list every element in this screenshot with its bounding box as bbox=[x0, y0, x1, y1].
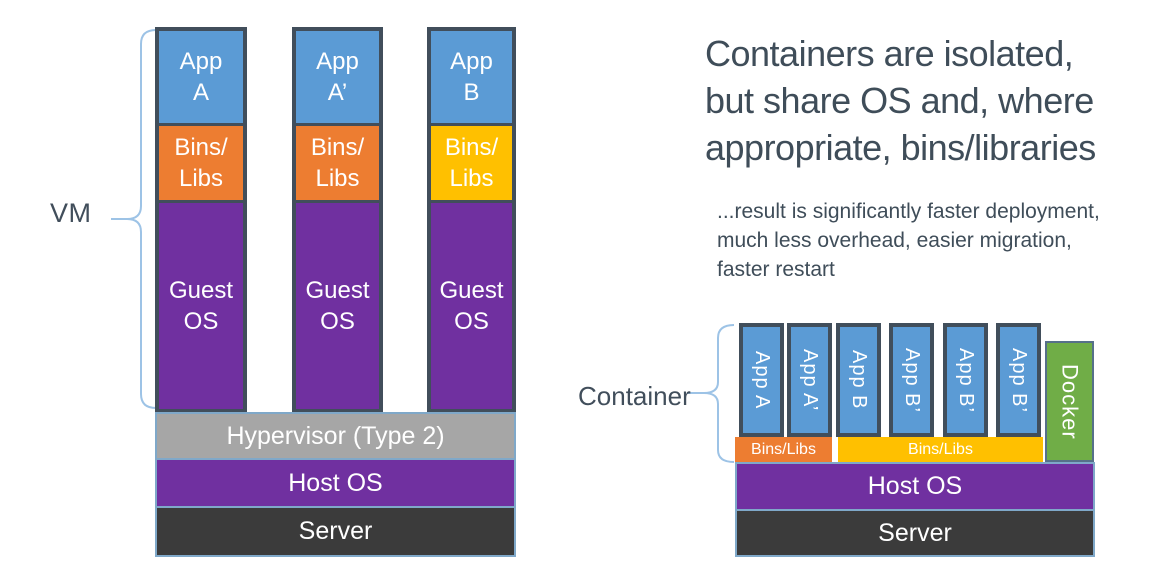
vm-host-os-band: Host OS bbox=[157, 458, 514, 506]
container-server-band: Server bbox=[737, 509, 1093, 555]
shared-bins-libs-yellow: Bins/Libs bbox=[838, 437, 1043, 462]
sub-headline: ...result is significantly faster deploy… bbox=[717, 200, 1100, 281]
container-column-2: App A’ bbox=[787, 323, 832, 437]
vm1-bins-block: Bins/ Libs bbox=[159, 123, 243, 200]
vm1-app-block: App A bbox=[159, 31, 243, 123]
docker-label: Docker bbox=[1057, 363, 1083, 440]
container-column-6: App B’ bbox=[996, 323, 1041, 437]
container3-label: App B bbox=[848, 350, 870, 410]
vm-column-1: App A Bins/ Libs Guest OS bbox=[155, 27, 247, 413]
vm-server-band: Server bbox=[157, 506, 514, 555]
container6-label: App B’ bbox=[1008, 347, 1030, 413]
vm3-guest-os-block: Guest OS bbox=[431, 200, 512, 409]
vm2-guest-os-block: Guest OS bbox=[296, 200, 379, 409]
container5-label: App B’ bbox=[955, 347, 977, 413]
vm1-guest-os-block: Guest OS bbox=[159, 200, 243, 409]
container-column-4: App B’ bbox=[889, 323, 934, 437]
docker-column: Docker bbox=[1045, 341, 1094, 462]
vm-host-stack: Hypervisor (Type 2) Host OS Server bbox=[155, 412, 516, 557]
container1-label: App A bbox=[751, 350, 773, 410]
container4-label: App B’ bbox=[901, 347, 923, 413]
container2-label: App A’ bbox=[799, 348, 821, 412]
container-brace bbox=[687, 324, 735, 463]
container-column-5: App B’ bbox=[943, 323, 988, 437]
vm3-app-block: App B bbox=[431, 31, 512, 123]
vm3-bins-block: Bins/ Libs bbox=[431, 123, 512, 200]
container-host-os-band: Host OS bbox=[737, 464, 1093, 509]
container-column-3: App B bbox=[836, 323, 881, 437]
vm-column-3: App B Bins/ Libs Guest OS bbox=[427, 27, 516, 413]
vm-label: VM bbox=[50, 198, 92, 228]
hypervisor-band: Hypervisor (Type 2) bbox=[157, 414, 514, 458]
container-column-1: App A bbox=[739, 323, 784, 437]
headline: Containers are isolated, but share OS an… bbox=[705, 33, 1096, 168]
vm2-app-block: App A’ bbox=[296, 31, 379, 123]
vm2-bins-block: Bins/ Libs bbox=[296, 123, 379, 200]
shared-bins-libs-orange: Bins/Libs bbox=[735, 437, 832, 462]
container-label: Container bbox=[578, 381, 691, 411]
vm-column-2: App A’ Bins/ Libs Guest OS bbox=[292, 27, 383, 413]
container-host-stack: Host OS Server bbox=[735, 462, 1095, 557]
